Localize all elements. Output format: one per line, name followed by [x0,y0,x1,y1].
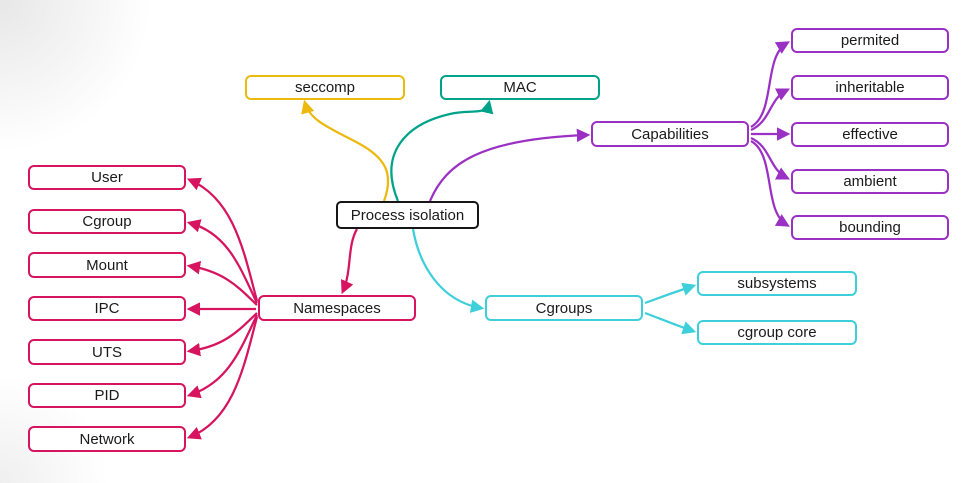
edge-namespaces-cgroup [186,219,259,304]
node-process-isolation[interactable]: Process isolation [336,201,479,229]
node-bounding[interactable]: bounding [791,215,949,240]
edge-capabilities-permited [750,41,790,128]
edge-namespaces-uts [186,312,258,357]
node-ambient[interactable]: ambient [791,169,949,194]
edge-root-namespaces [340,228,358,295]
edge-cgroups-subsystems [644,282,697,305]
node-namespaces[interactable]: Namespaces [258,295,416,321]
node-cgroup-core[interactable]: cgroup core [697,320,857,345]
edge-cgroups-cgroup-core [644,311,697,335]
edge-capabilities-inheritable [750,88,791,132]
edge-namespaces-network [186,316,259,440]
node-effective[interactable]: effective [791,122,949,147]
node-permited[interactable]: permited [791,28,949,53]
edge-root-cgroups [411,228,485,313]
node-pid[interactable]: PID [28,383,186,408]
node-inheritable[interactable]: inheritable [791,75,949,100]
node-network[interactable]: Network [28,426,186,452]
node-capabilities[interactable]: Capabilities [591,121,749,147]
node-uts[interactable]: UTS [28,339,186,365]
edge-capabilities-bounding [750,140,790,227]
edge-namespaces-mount [186,261,258,306]
node-ipc[interactable]: IPC [28,296,186,321]
edge-root-capabilities [428,128,591,202]
node-subsystems[interactable]: subsystems [697,271,857,296]
node-mount[interactable]: Mount [28,252,186,278]
edge-root-mac [390,99,494,202]
node-seccomp[interactable]: seccomp [245,75,405,100]
node-cgroup[interactable]: Cgroup [28,209,186,234]
node-cgroups[interactable]: Cgroups [485,295,643,321]
edge-namespaces-user [186,177,259,302]
node-user[interactable]: User [28,165,186,190]
edge-root-seccomp [301,99,390,202]
node-mac[interactable]: MAC [440,75,600,100]
edge-namespaces-pid [186,314,259,399]
edge-capabilities-ambient [750,136,791,180]
